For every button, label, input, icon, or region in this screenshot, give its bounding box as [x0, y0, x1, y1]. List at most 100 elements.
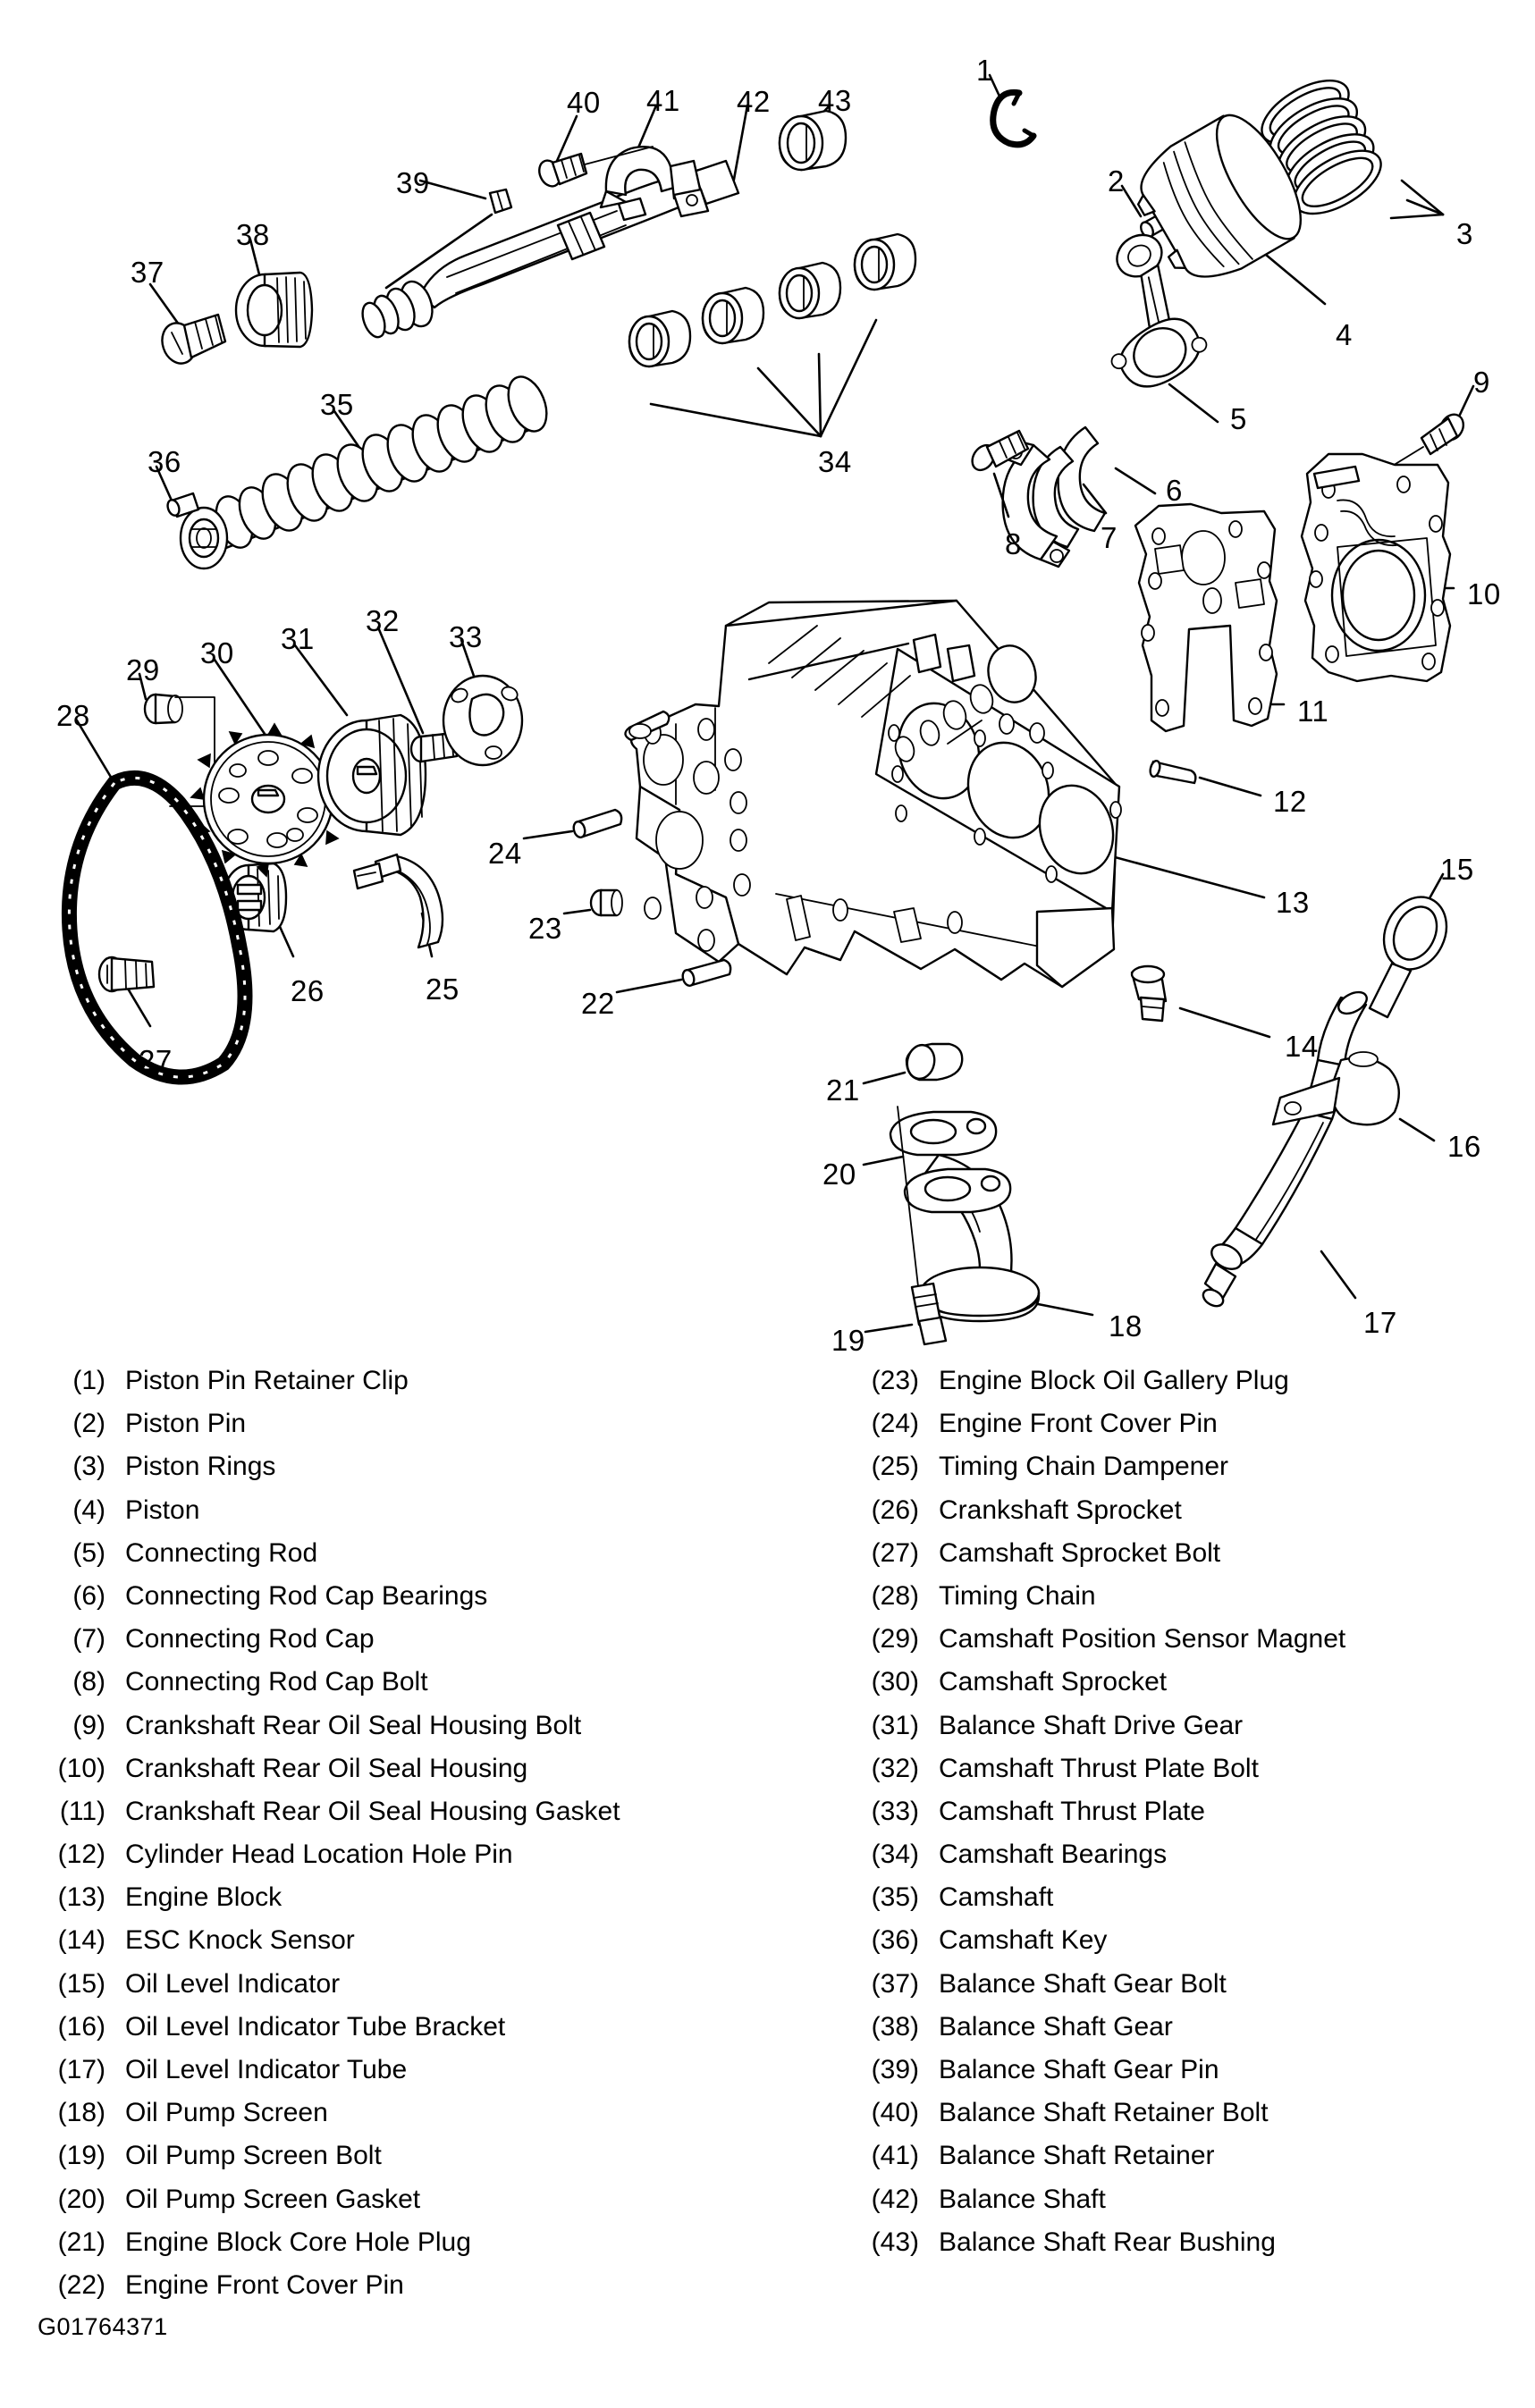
callout-number-29: 29 — [126, 653, 160, 686]
part-19-oil-pump-screen-bolt — [864, 1106, 948, 1346]
callout-number-7: 7 — [1101, 521, 1118, 554]
part-25-timing-chain-dampener — [352, 853, 444, 958]
part-20-oil-pump-screen-gasket — [862, 1110, 1012, 1214]
legend-item-label: Balance Shaft — [939, 2184, 1106, 2214]
legend-row: (26)Crankshaft Sprocket — [849, 1495, 1345, 1538]
legend-item-label: Balance Shaft Rear Bushing — [939, 2227, 1276, 2257]
legend-item-number: (6) — [72, 1580, 105, 1611]
legend-item-label: Engine Front Cover Pin — [125, 2269, 404, 2300]
legend-row: (43)Balance Shaft Rear Bushing — [849, 2227, 1345, 2270]
legend-item-label: Oil Pump Screen — [125, 2098, 328, 2128]
callout-number-1: 1 — [976, 54, 993, 87]
legend-item-number: (26) — [871, 1494, 919, 1525]
legend-item-label: Balance Shaft Gear — [939, 2011, 1173, 2042]
part-6-connecting-rod-cap-bearings — [1032, 425, 1157, 549]
legend-item-number: (36) — [871, 1925, 919, 1956]
legend-item-number: (9) — [72, 1710, 105, 1740]
parts-legend: (1)Piston Pin Retainer Clip(2)Piston Pin… — [0, 1366, 1535, 2300]
legend-item-number: (21) — [57, 2227, 105, 2257]
part-16-oil-level-indicator-tube-bracket — [1271, 1051, 1436, 1142]
legend-item-label: Engine Block Oil Gallery Plug — [939, 1366, 1289, 1395]
part-4-piston — [1136, 114, 1327, 306]
legend-row: (16)Oil Level Indicator Tube Bracket — [36, 2012, 620, 2055]
legend-row: (2)Piston Pin — [36, 1409, 620, 1452]
part-21-engine-block-core-hole-plug — [862, 1042, 964, 1085]
legend-item-number: (12) — [57, 1840, 105, 1870]
part-13-engine-block — [624, 599, 1266, 989]
legend-row: (24) Engine Front Cover Pin — [849, 1409, 1345, 1452]
legend-item-label: Crankshaft Rear Oil Seal Housing — [125, 1753, 528, 1783]
callout-number-22: 22 — [581, 987, 615, 1020]
callout-number-32: 32 — [366, 604, 400, 637]
legend-item-label: Connecting Rod Cap Bolt — [125, 1667, 428, 1697]
legend-row: (28)Timing Chain — [849, 1581, 1345, 1624]
legend-item-label: Camshaft — [939, 1882, 1054, 1913]
legend-item-number: (14) — [57, 1925, 105, 1956]
part-36-camshaft-key — [155, 465, 200, 518]
legend-row: (7)Connecting Rod Cap — [36, 1624, 620, 1667]
legend-item-number: (40) — [871, 2098, 919, 2128]
legend-item-label: Balance Shaft Retainer Bolt — [939, 2098, 1269, 2128]
callout-number-43: 43 — [818, 84, 852, 117]
callout-number-8: 8 — [1005, 527, 1022, 560]
legend-row: (42) Balance Shaft — [849, 2185, 1345, 2227]
legend-item-label: Crankshaft Rear Oil Seal Housing Gasket — [125, 1796, 620, 1826]
legend-item-label: Oil Pump Screen Gasket — [125, 2184, 421, 2214]
legend-item-label: Camshaft Sprocket Bolt — [939, 1537, 1221, 1568]
callout-number-40: 40 — [567, 86, 601, 119]
legend-row: (14) ESC Knock Sensor — [36, 1925, 620, 1968]
callout-number-11: 11 — [1297, 695, 1329, 728]
part-24-engine-front-cover-pin — [522, 808, 623, 840]
legend-row: (15)Oil Level Indicator — [36, 1969, 620, 2012]
legend-item-label: Camshaft Sprocket — [939, 1667, 1168, 1697]
legend-item-number: (37) — [871, 1968, 919, 1999]
legend-item-number: (24) — [871, 1409, 919, 1439]
legend-item-number: (27) — [871, 1537, 919, 1568]
legend-item-number: (11) — [59, 1796, 105, 1826]
callout-number-5: 5 — [1230, 402, 1247, 435]
legend-row: (36)Camshaft Key — [849, 1925, 1345, 1968]
legend-item-number: (42) — [871, 2184, 919, 2214]
callout-number-21: 21 — [826, 1073, 860, 1107]
legend-item-label: ESC Knock Sensor — [125, 1925, 355, 1956]
part-28-timing-chain — [61, 719, 253, 1085]
callout-number-14: 14 — [1285, 1030, 1319, 1063]
callout-number-13: 13 — [1276, 886, 1310, 919]
callout-number-41: 41 — [646, 84, 680, 117]
legend-item-number: (25) — [871, 1452, 919, 1482]
legend-row: (21)Engine Block Core Hole Plug — [36, 2227, 620, 2270]
part-35-camshaft — [179, 375, 548, 570]
legend-item-number: (34) — [871, 1840, 919, 1870]
callout-number-15: 15 — [1440, 853, 1474, 886]
legend-row: (25) Timing Chain Dampener — [849, 1452, 1345, 1494]
legend-item-label: Piston Rings — [125, 1452, 276, 1482]
legend-item-number: (30) — [871, 1667, 919, 1697]
legend-item-label: Camshaft Thrust Plate Bolt — [939, 1753, 1259, 1783]
part-41-balance-shaft-retainer — [599, 104, 710, 222]
legend-item-label: Balance Shaft Gear Bolt — [939, 1968, 1227, 1999]
callout-number-34: 34 — [818, 445, 852, 478]
legend-item-label: Timing Chain — [939, 1580, 1096, 1611]
legend-row: (18)Oil Pump Screen — [36, 2098, 620, 2141]
part-40-balance-shaft-retainer-bolt — [538, 114, 654, 188]
legend-item-label: Engine Front Cover Pin — [939, 1409, 1218, 1439]
legend-item-number: (20) — [57, 2184, 105, 2214]
legend-row: (6)Connecting Rod Cap Bearings — [36, 1581, 620, 1624]
exploded-diagram — [61, 73, 1475, 1346]
legend-row: (1)Piston Pin Retainer Clip — [36, 1366, 620, 1409]
legend-row: (32)Camshaft Thrust Plate Bolt — [849, 1754, 1345, 1797]
legend-row: (37) Balance Shaft Gear Bolt — [849, 1969, 1345, 2012]
callout-number-17: 17 — [1363, 1306, 1397, 1339]
legend-row: (33)Camshaft Thrust Plate — [849, 1797, 1345, 1840]
callout-number-30: 30 — [200, 636, 234, 669]
legend-item-number: (33) — [871, 1796, 919, 1826]
callout-number-3: 3 — [1456, 217, 1473, 250]
legend-item-number: (7) — [72, 1624, 105, 1654]
callout-number-42: 42 — [737, 85, 771, 118]
legend-item-label: Balance Shaft Gear Pin — [939, 2055, 1219, 2084]
legend-item-label: Oil Level Indicator — [125, 1968, 341, 1999]
legend-item-label: Timing Chain Dampener — [939, 1452, 1229, 1482]
part-23-engine-block-oil-gallery-plug — [562, 888, 623, 917]
callout-number-36: 36 — [148, 445, 181, 478]
legend-row: (12)Cylinder Head Location Hole Pin — [36, 1840, 620, 1882]
